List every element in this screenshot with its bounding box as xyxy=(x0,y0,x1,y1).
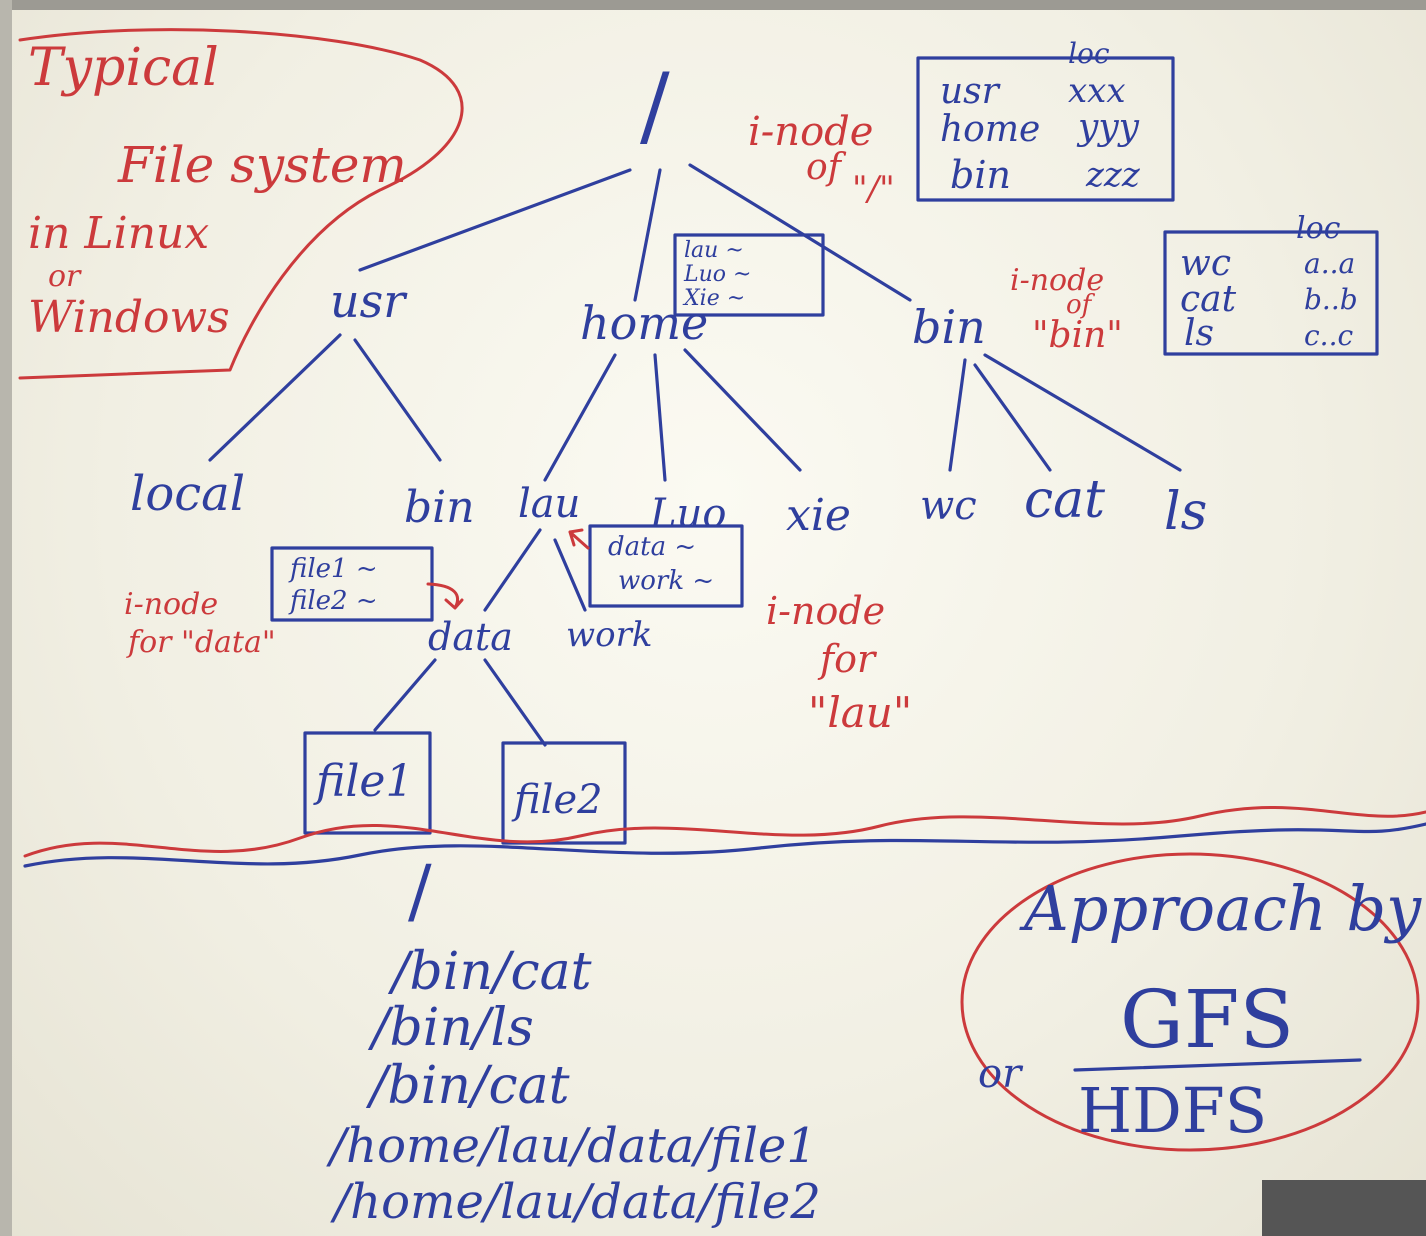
bin-inode-loc-2: c..c xyxy=(1304,319,1354,352)
node-file2: file2 xyxy=(514,777,603,823)
lau-inode-label-3: "lau" xyxy=(808,688,913,737)
edge-usr-bin xyxy=(353,338,442,462)
root-inode-name-0: usr xyxy=(940,71,999,112)
whiteboard-left-frame xyxy=(0,0,12,1236)
path-5: /home/lau/data/file2 xyxy=(334,1174,821,1230)
edge-lau-work xyxy=(553,538,587,612)
node-data: data xyxy=(428,615,513,659)
title-line-2: File system xyxy=(118,136,407,194)
edge-home-xie xyxy=(683,348,802,472)
data-inode-row-1: file2 ~ xyxy=(290,586,378,616)
file1-box xyxy=(303,731,432,835)
bin-inode-name-2: ls xyxy=(1184,313,1214,354)
root-inode-label-3: "/" xyxy=(852,169,895,209)
edge-bin-wc xyxy=(948,358,967,472)
node-xie: xie xyxy=(786,490,851,541)
node-wc: wc xyxy=(920,483,977,529)
approach-circle xyxy=(960,852,1420,1152)
root-inode-name-1: home xyxy=(940,109,1041,150)
data-inode-row-0: file1 ~ xyxy=(290,554,378,584)
edge-data-file2 xyxy=(483,658,547,747)
root-inode-loc-header: loc xyxy=(1068,37,1110,70)
edge-home-luo xyxy=(653,353,667,482)
approach-hdfs: HDFS xyxy=(1078,1074,1268,1147)
node-lau: lau xyxy=(518,481,581,527)
bin-inode-box xyxy=(1163,230,1379,356)
bin-inode-loc-0: a..a xyxy=(1304,247,1356,280)
path-root: / xyxy=(408,850,432,932)
arrow-to-lau xyxy=(568,528,590,550)
node-file1: file1 xyxy=(316,756,414,807)
root-inode-loc-2: zzz xyxy=(1086,155,1140,195)
eraser-tray xyxy=(1262,1180,1426,1236)
data-inode-label-2: for "data" xyxy=(128,625,276,660)
title-line-5: Windows xyxy=(28,292,230,343)
path-4: /home/lau/data/file1 xyxy=(330,1118,817,1174)
root-inode-label-1: i-node xyxy=(748,109,874,155)
root-edge-usr xyxy=(358,168,632,272)
lau-inode-row-0: data ~ xyxy=(608,532,697,562)
root-inode-name-2: bin xyxy=(950,153,1011,197)
home-inode-row-0: lau ~ xyxy=(684,238,744,263)
approach-title: Approach by xyxy=(1024,872,1422,945)
title-line-3: in Linux xyxy=(28,208,210,259)
lau-inode-label-1: i-node xyxy=(766,589,886,633)
bin-inode-label-2: of xyxy=(1066,290,1092,320)
edge-usr-local xyxy=(208,333,342,462)
root-inode-box xyxy=(916,56,1175,202)
node-ls: ls xyxy=(1164,482,1208,542)
node-work: work xyxy=(566,615,653,655)
bin-inode-loc-header: loc xyxy=(1296,211,1341,246)
home-inode-box xyxy=(673,233,825,317)
edge-home-lau xyxy=(543,353,617,482)
node-luo: Luo xyxy=(650,491,727,537)
divider-red xyxy=(23,806,1426,858)
edge-bin-cat xyxy=(973,363,1052,472)
root-inode-loc-1: yyy xyxy=(1078,107,1140,148)
data-inode-label-1: i-node xyxy=(124,587,219,622)
node-home: home xyxy=(580,296,709,350)
title-line-4: or xyxy=(48,259,81,294)
bin-inode-name-1: cat xyxy=(1180,279,1237,320)
node-usr-bin: bin xyxy=(404,482,475,533)
lau-inode-label-2: for xyxy=(820,637,876,681)
node-cat: cat xyxy=(1024,470,1106,530)
bin-inode-loc-1: b..b xyxy=(1304,283,1358,316)
root-inode-label-2: of xyxy=(806,147,841,188)
lau-inode-box xyxy=(588,524,744,608)
path-1: /bin/cat xyxy=(392,942,592,1002)
root-inode-loc-0: xxx xyxy=(1068,71,1126,111)
bin-inode-name-0: wc xyxy=(1180,243,1231,284)
home-inode-row-2: Xie ~ xyxy=(684,286,746,311)
path-3: /bin/cat xyxy=(370,1056,570,1116)
approach-gfs: GFS xyxy=(1120,973,1295,1066)
node-local: local xyxy=(130,466,246,522)
node-bin: bin xyxy=(912,300,986,354)
file2-box xyxy=(501,741,627,845)
root-edge-home xyxy=(633,168,662,302)
arrow-to-data xyxy=(426,582,464,610)
whiteboard-top-frame xyxy=(0,0,1426,10)
bin-inode-label-1: i-node xyxy=(1010,263,1105,298)
root-edge-bin xyxy=(688,163,912,302)
title-loop xyxy=(18,28,464,380)
bin-inode-label-3: "bin" xyxy=(1032,315,1123,356)
lau-inode-row-1: work ~ xyxy=(618,566,715,596)
edge-data-file1 xyxy=(373,658,437,732)
edge-lau-data xyxy=(483,528,542,612)
approach-or: or xyxy=(978,1051,1022,1097)
node-usr: usr xyxy=(330,274,406,328)
title-line-1: Typical xyxy=(28,38,219,98)
root-node: / xyxy=(640,54,670,157)
path-2: /bin/ls xyxy=(372,998,534,1058)
edge-bin-ls xyxy=(983,353,1182,472)
gfs-hdfs-fraction-line xyxy=(1073,1058,1362,1072)
home-inode-row-1: Luo ~ xyxy=(684,262,752,287)
divider-blue xyxy=(23,822,1426,868)
